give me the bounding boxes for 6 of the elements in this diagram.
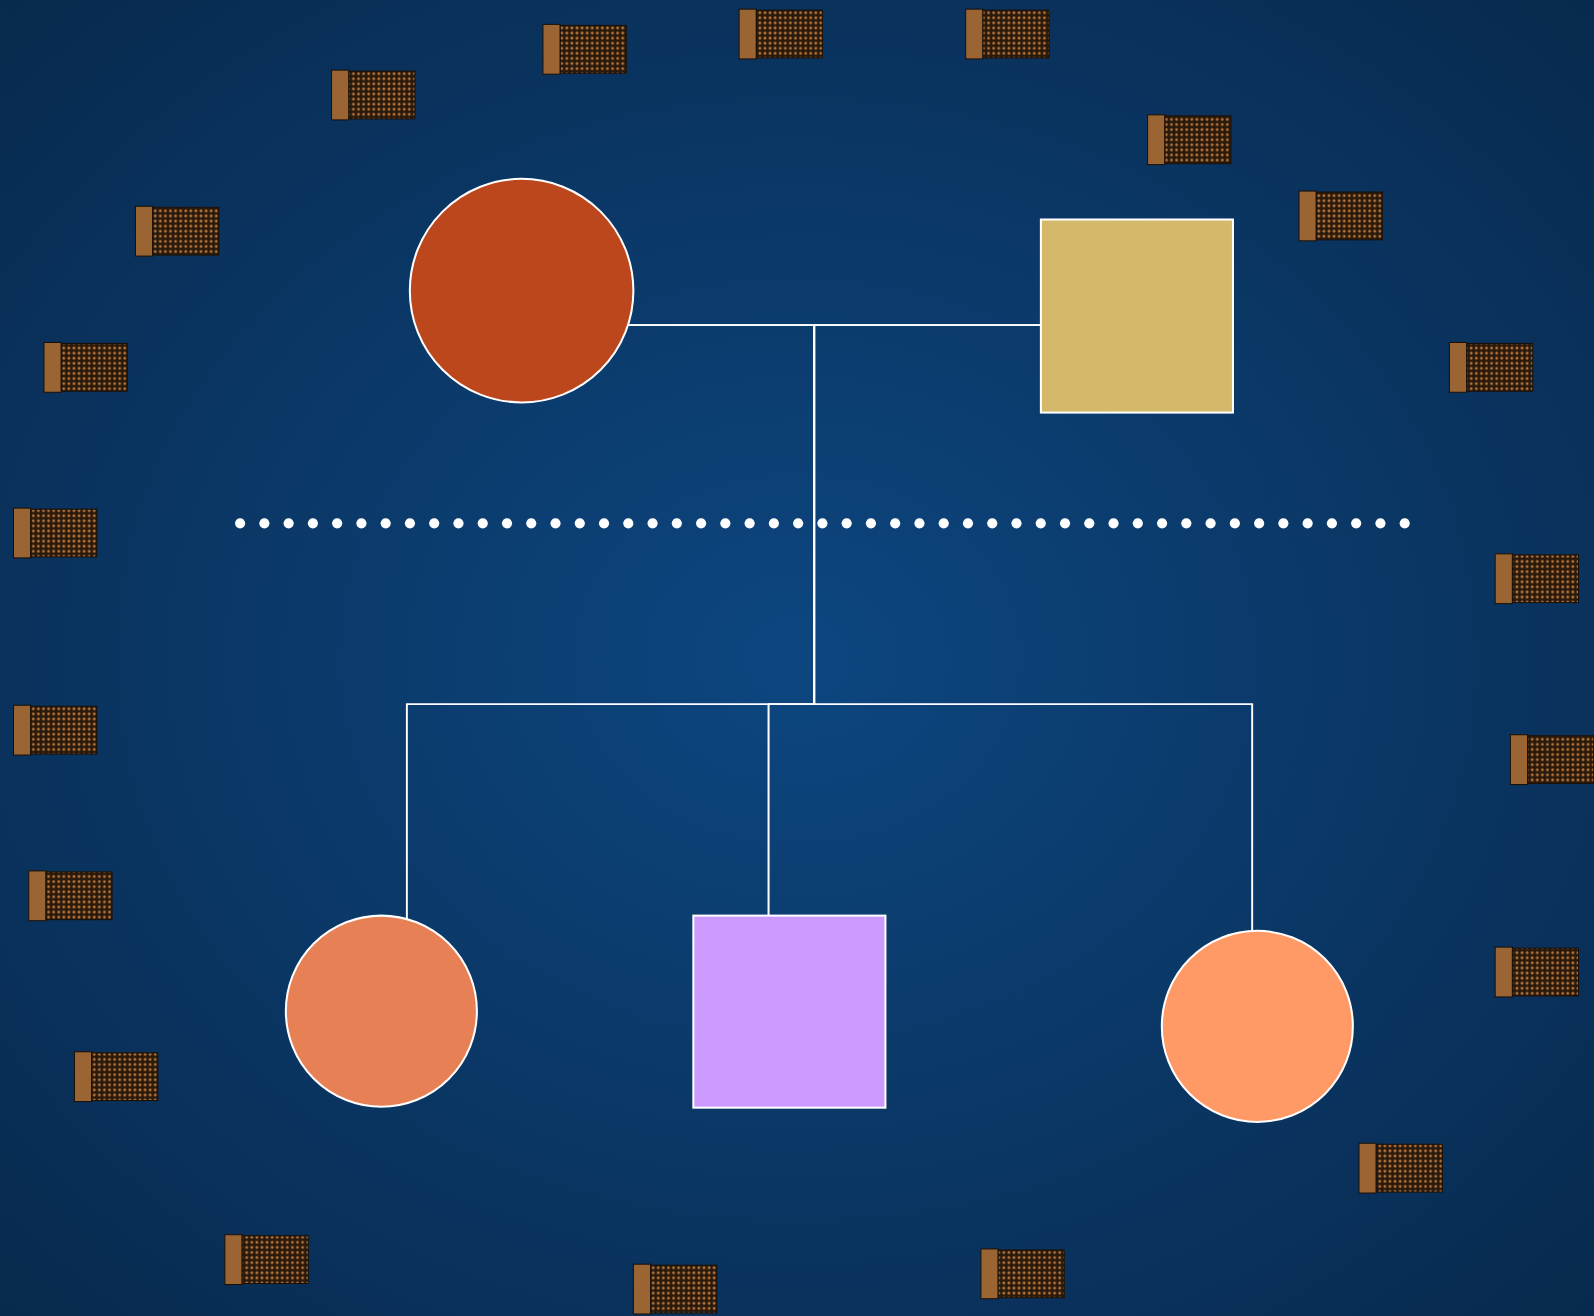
female-circle bbox=[1160, 929, 1354, 1123]
male-square bbox=[692, 914, 887, 1109]
female-circle bbox=[284, 914, 478, 1108]
male-square bbox=[1039, 218, 1234, 414]
female-circle bbox=[408, 177, 635, 404]
pedigree-line bbox=[813, 324, 1254, 932]
